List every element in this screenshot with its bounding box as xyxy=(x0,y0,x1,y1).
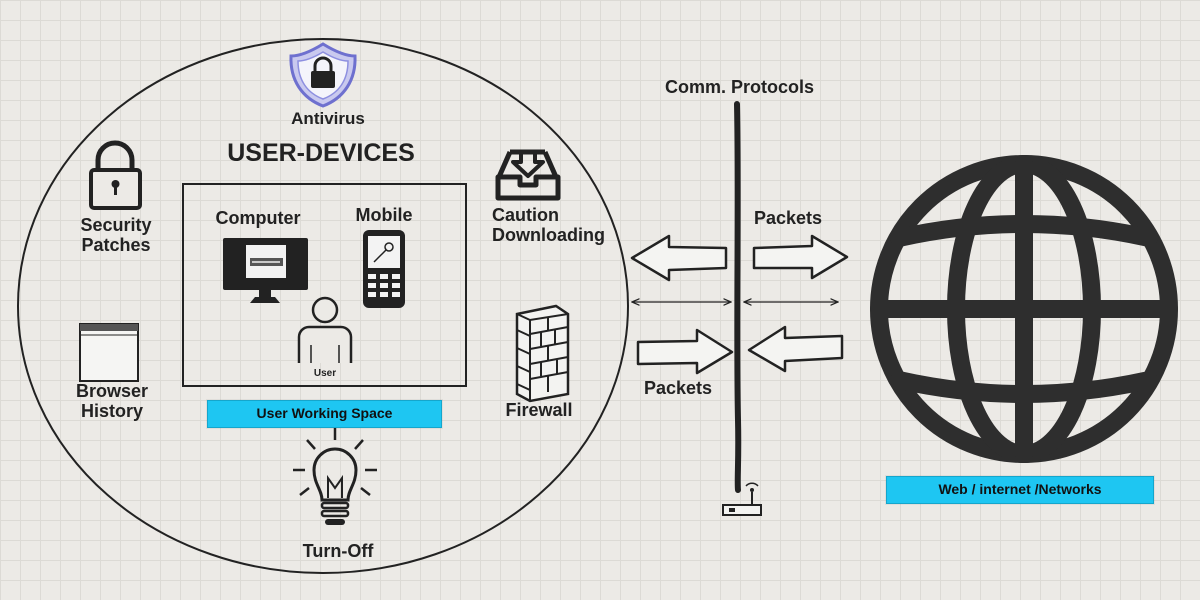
packet-arrow-left-bottom xyxy=(747,325,844,373)
packet-arrow-right-top xyxy=(752,234,849,280)
router-icon xyxy=(722,482,762,516)
user-label: User xyxy=(313,368,337,379)
monitor-icon xyxy=(223,238,308,303)
globe-icon xyxy=(870,155,1178,463)
security-patches-label: Security Patches xyxy=(80,215,152,255)
browser-history-label: Browser History xyxy=(75,381,149,421)
mobile-phone-icon xyxy=(363,230,405,308)
web-networks-tag: Web / internet /Networks xyxy=(886,476,1154,504)
padlock-icon xyxy=(89,140,142,210)
antivirus-label: Antivirus xyxy=(291,109,365,128)
comm-protocols-label: Comm. Protocols xyxy=(664,77,815,97)
shield-lock-icon xyxy=(289,42,357,108)
user-devices-heading: USER-DEVICES xyxy=(227,139,415,167)
packet-arrow-left-top xyxy=(630,234,728,282)
user-working-space-box xyxy=(182,183,467,387)
download-tray-icon xyxy=(495,149,561,201)
turn-off-label: Turn-Off xyxy=(302,541,374,561)
firewall-label: Firewall xyxy=(505,400,573,420)
browser-window-icon xyxy=(79,323,139,382)
computer-label: Computer xyxy=(215,208,301,228)
packet-arrow-right-bottom xyxy=(636,328,734,375)
protocol-pole xyxy=(734,101,742,493)
user-working-space-tag: User Working Space xyxy=(207,400,442,428)
user-devices-boundary xyxy=(17,38,629,574)
mobile-label: Mobile xyxy=(355,205,413,225)
packets-bottom-label: Packets xyxy=(643,378,713,398)
firewall-icon xyxy=(515,304,570,403)
caution-downloading-label: Caution Downloading xyxy=(492,205,605,245)
user-icon xyxy=(297,296,353,363)
lightbulb-icon xyxy=(293,428,377,525)
packets-top-label: Packets xyxy=(753,208,823,228)
